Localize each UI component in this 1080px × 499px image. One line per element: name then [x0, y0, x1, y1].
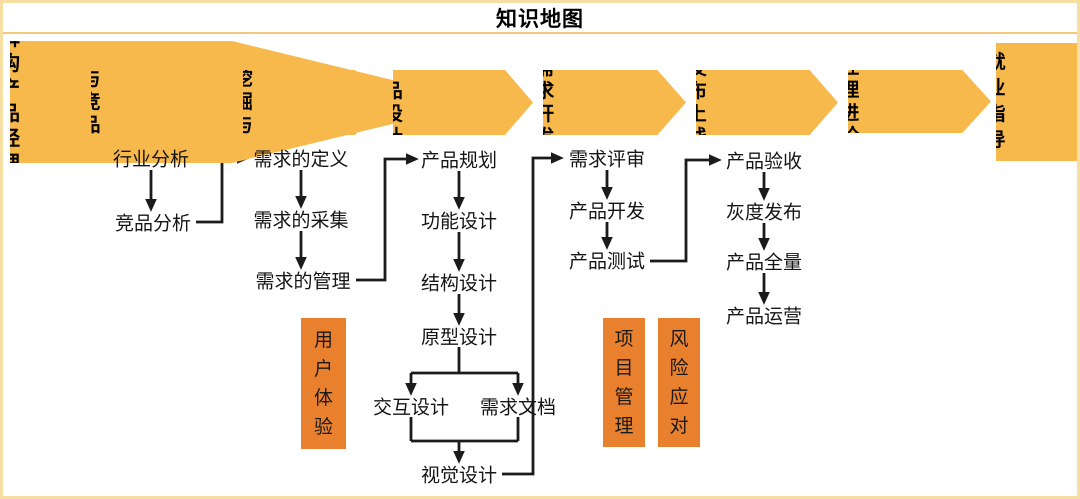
stage-design-label: 产品设计: [383, 57, 403, 148]
node-full-release: 产品全量: [725, 252, 803, 274]
page-title: 知识地图: [496, 7, 584, 31]
stage-career-label: 就 业 指 导: [986, 52, 1006, 151]
node-function-design: 功能设计: [420, 211, 498, 233]
node-req-document: 需求文档: [479, 397, 557, 419]
node-gray-release: 灰度发布: [725, 202, 803, 224]
elbow-test-to-acceptance: [650, 154, 722, 263]
elbow-management-to-planning: [356, 153, 419, 282]
stage-market-competitor-analysis: 市场与竞品 分析: [91, 70, 231, 135]
stage-requirement-development: 需求开发: [543, 70, 686, 135]
node-req-collection: 需求的采集: [253, 210, 349, 232]
node-visual-design: 视觉设计: [420, 465, 498, 487]
title-band: 知识地图: [3, 3, 1077, 34]
stage-launch-label: 发布上线: [687, 57, 707, 148]
elbow-visual-to-review: [502, 152, 564, 476]
node-industry-analysis: 行业分析: [112, 149, 190, 171]
elbow-competitor-to-definition: [196, 152, 250, 224]
node-product-planning: 产品规划: [420, 150, 498, 172]
node-req-management: 需求的管理: [255, 271, 351, 293]
stage-dev-label: 需求开发: [535, 57, 555, 148]
stage-pm-advanced-path: 产品经理进 阶之路: [848, 70, 991, 133]
sidebox-project-management: 项 目 管 理: [603, 318, 645, 447]
stage-release-launch: 发布上线: [696, 70, 838, 135]
node-interaction-design: 交互设计: [372, 397, 450, 419]
node-req-review: 需求评审: [568, 149, 646, 171]
node-competitor-analysis: 竞品分析: [114, 213, 192, 235]
stage-market-label: 市场与竞品 分析: [81, 69, 101, 182]
stage-requirement-mining: 需求挖掘与 分析: [243, 70, 383, 135]
node-req-definition: 需求的定义: [253, 149, 349, 171]
node-structure-design: 结构设计: [420, 273, 498, 295]
stage-deconstruct-pm-label: 解构 产品 经理: [0, 28, 20, 175]
node-product-test: 产品测试: [568, 251, 646, 273]
node-prototype-design: 原型设计: [420, 327, 498, 349]
sidebox-risk-response: 风 险 应 对: [658, 318, 700, 447]
node-product-operation: 产品运营: [725, 306, 803, 328]
stage-career-guidance: 就 业 指 导: [996, 43, 1077, 161]
sidebox-user-experience: 用 户 体 验: [301, 318, 346, 449]
node-product-acceptance: 产品验收: [725, 151, 803, 173]
stage-advance-label: 产品经理进 阶之路: [840, 33, 860, 193]
stage-mining-label: 需求挖掘与 分析: [233, 69, 253, 182]
node-product-dev: 产品开发: [568, 201, 646, 223]
stage-product-design: 产品设计: [393, 70, 533, 135]
